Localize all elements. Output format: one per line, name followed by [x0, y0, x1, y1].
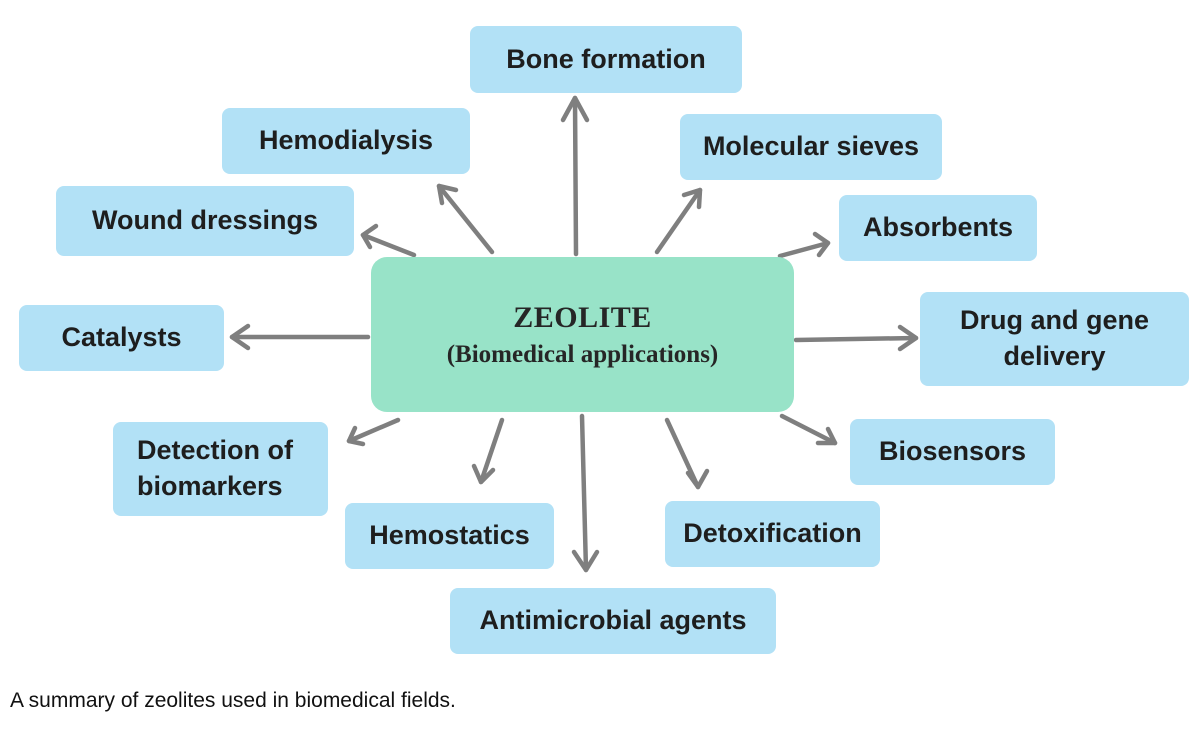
center-subtitle: (Biomedical applications) [446, 340, 719, 368]
arrow-to-detoxification [664, 417, 710, 490]
center-title: ZEOLITE [513, 300, 652, 334]
node-biosensors: Biosensors [850, 419, 1055, 485]
arrow-to-drug-and-gene-delivery [793, 324, 919, 352]
node-detection-of-biomarkers: Detection of biomarkers [113, 422, 328, 516]
node-bone-formation: Bone formation [470, 26, 742, 93]
arrow-to-detection-of-biomarkers [346, 417, 401, 447]
arrow-to-hemostatics [471, 417, 505, 485]
node-wound-dressings: Wound dressings [56, 186, 354, 256]
arrow-to-biosensors [779, 413, 838, 446]
node-absorbents: Absorbents [839, 195, 1037, 261]
figure-caption: A summary of zeolites used in biomedical… [10, 689, 456, 712]
arrow-to-antimicrobial-agents [571, 413, 600, 573]
arrow-to-wound-dressings [360, 223, 417, 258]
arrow-to-molecular-sieves [654, 187, 703, 255]
node-hemostatics: Hemostatics [345, 503, 554, 569]
arrow-to-absorbents [777, 231, 831, 259]
node-hemodialysis: Hemodialysis [222, 108, 470, 174]
node-molecular-sieves: Molecular sieves [680, 114, 942, 180]
node-catalysts: Catalysts [19, 305, 224, 371]
node-drug-and-gene-delivery: Drug and gene delivery [920, 292, 1189, 386]
arrow-to-bone-formation [560, 95, 590, 257]
node-antimicrobial-agents: Antimicrobial agents [450, 588, 776, 654]
arrow-to-catalysts [229, 323, 371, 351]
arrows-layer [229, 95, 919, 573]
zeolite-applications-diagram: ZEOLITE (Biomedical applications) Bone f… [19, 26, 1189, 654]
node-detoxification: Detoxification [665, 501, 880, 567]
center-node-zeolite: ZEOLITE (Biomedical applications) [371, 257, 794, 412]
arrow-to-hemodialysis [436, 183, 495, 255]
